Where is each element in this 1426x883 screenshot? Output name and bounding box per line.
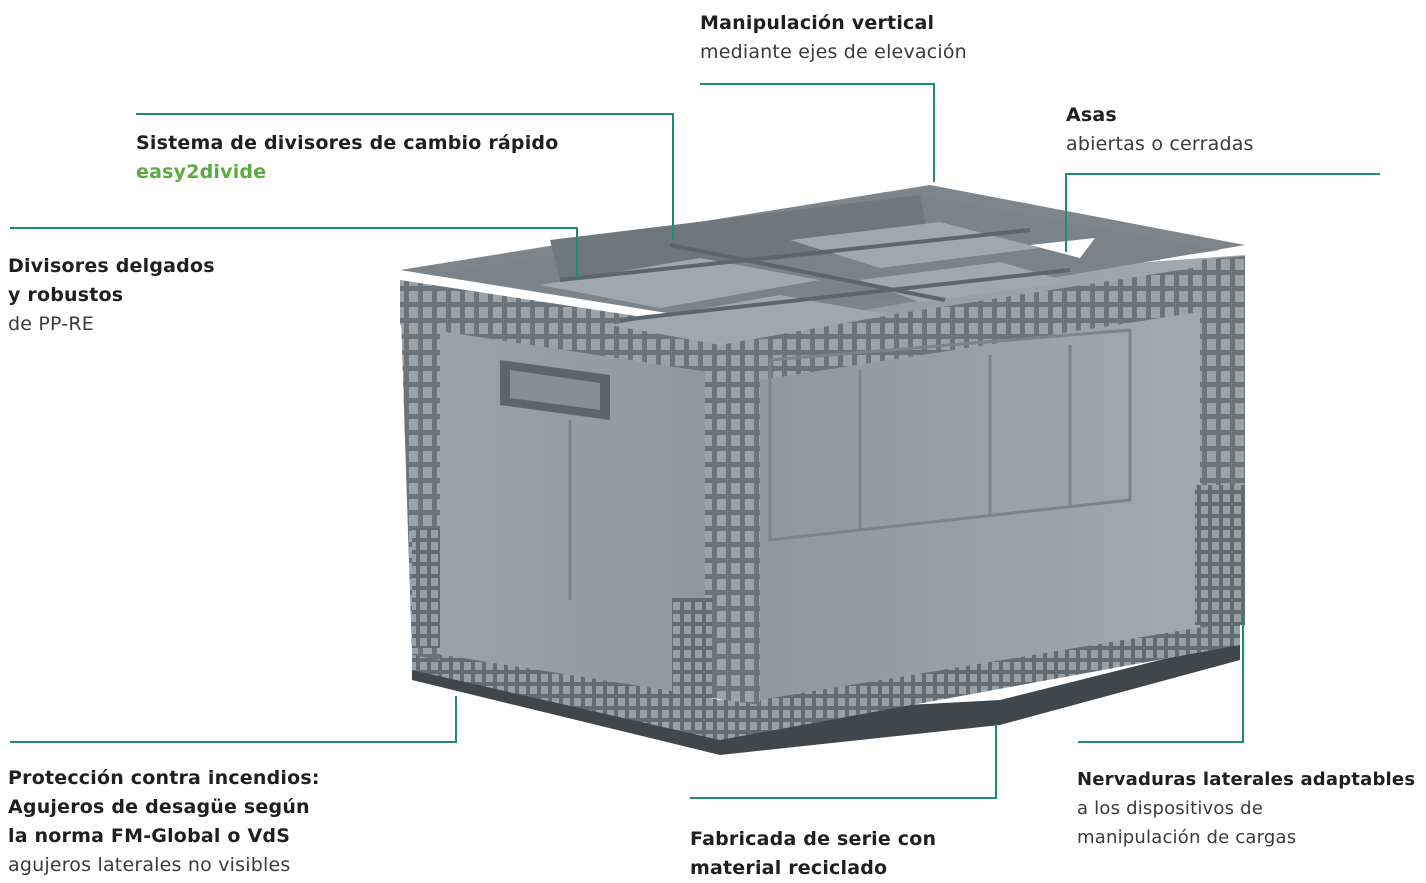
callout-fire-title-1: Protección contra incendios:: [8, 767, 320, 789]
callout-thin-dividers-text: de PP-RE: [8, 313, 94, 335]
crate-foot-grid-right: [1195, 485, 1245, 625]
divider-3: [790, 222, 1040, 268]
leader-fire: [10, 696, 457, 743]
callout-vertical-text: mediante ejes de elevación: [700, 41, 967, 63]
leader-dividers-system: [136, 113, 674, 240]
callout-recycled-title-1: Fabricada de serie con: [690, 828, 937, 850]
callout-dividers-system-brand: easy2divide: [136, 161, 267, 183]
divider-line-3: [619, 268, 1071, 322]
callout-ribs-text-1: a los dispositivos de: [1077, 798, 1264, 819]
leader-recycled: [690, 724, 997, 799]
callout-thin-dividers: Divisores delgados y robustos de PP-RE: [8, 252, 215, 339]
divider-1: [540, 258, 820, 308]
crate-base: [412, 640, 1240, 755]
callout-fire-title-2: Agujeros de desagüe según: [8, 796, 310, 818]
callout-ribs-text-2: manipulación de cargas: [1077, 827, 1297, 848]
callout-fire-title-3: la norma FM-Global o VdS: [8, 825, 291, 847]
callout-fire-text: agujeros laterales no visibles: [8, 854, 291, 876]
callout-asas-text: abiertas o cerradas: [1066, 133, 1254, 155]
callout-recycled-title-2: material reciclado: [690, 857, 888, 879]
callout-vertical-handling: Manipulación vertical mediante ejes de e…: [700, 9, 967, 67]
crate-interior-back-wall: [550, 195, 930, 280]
callout-vertical-title: Manipulación vertical: [700, 12, 935, 34]
callout-side-ribs: Nervaduras laterales adaptables a los di…: [1077, 765, 1415, 852]
leader-vertical: [700, 83, 935, 182]
crate-foot-grid-mid: [672, 598, 712, 698]
callout-recycled-material: Fabricada de serie con material reciclad…: [690, 825, 936, 883]
handle-opening-right: [1030, 238, 1095, 258]
leader-thin-dividers: [10, 227, 578, 280]
leader-ribs: [1078, 614, 1244, 743]
callout-dividers-system: Sistema de divisores de cambio rápido ea…: [136, 129, 559, 187]
side-panel: [768, 328, 1132, 542]
divider-2: [610, 295, 890, 345]
crate-front-face: [400, 280, 760, 705]
callout-asas-title: Asas: [1066, 104, 1117, 126]
leader-asas: [1065, 173, 1380, 252]
callout-fire-protection: Protección contra incendios: Agujeros de…: [8, 764, 320, 880]
crate-top-rim-front: [400, 280, 760, 380]
crate-foot-grid-left: [412, 528, 440, 648]
handle-left-inner: [510, 370, 600, 410]
callout-handles: Asas abiertas o cerradas: [1066, 101, 1254, 159]
callout-dividers-system-title: Sistema de divisores de cambio rápido: [136, 132, 559, 154]
callout-thin-dividers-title-1: Divisores delgados: [8, 255, 215, 277]
callout-ribs-title: Nervaduras laterales adaptables: [1077, 769, 1416, 790]
divider-line-2: [559, 228, 1031, 282]
crate-bottom-rim: [412, 620, 1240, 740]
crate-side-face: [760, 255, 1245, 700]
callout-thin-dividers-title-2: y robustos: [8, 284, 124, 306]
crate-corner-grid-mid: [705, 340, 760, 705]
